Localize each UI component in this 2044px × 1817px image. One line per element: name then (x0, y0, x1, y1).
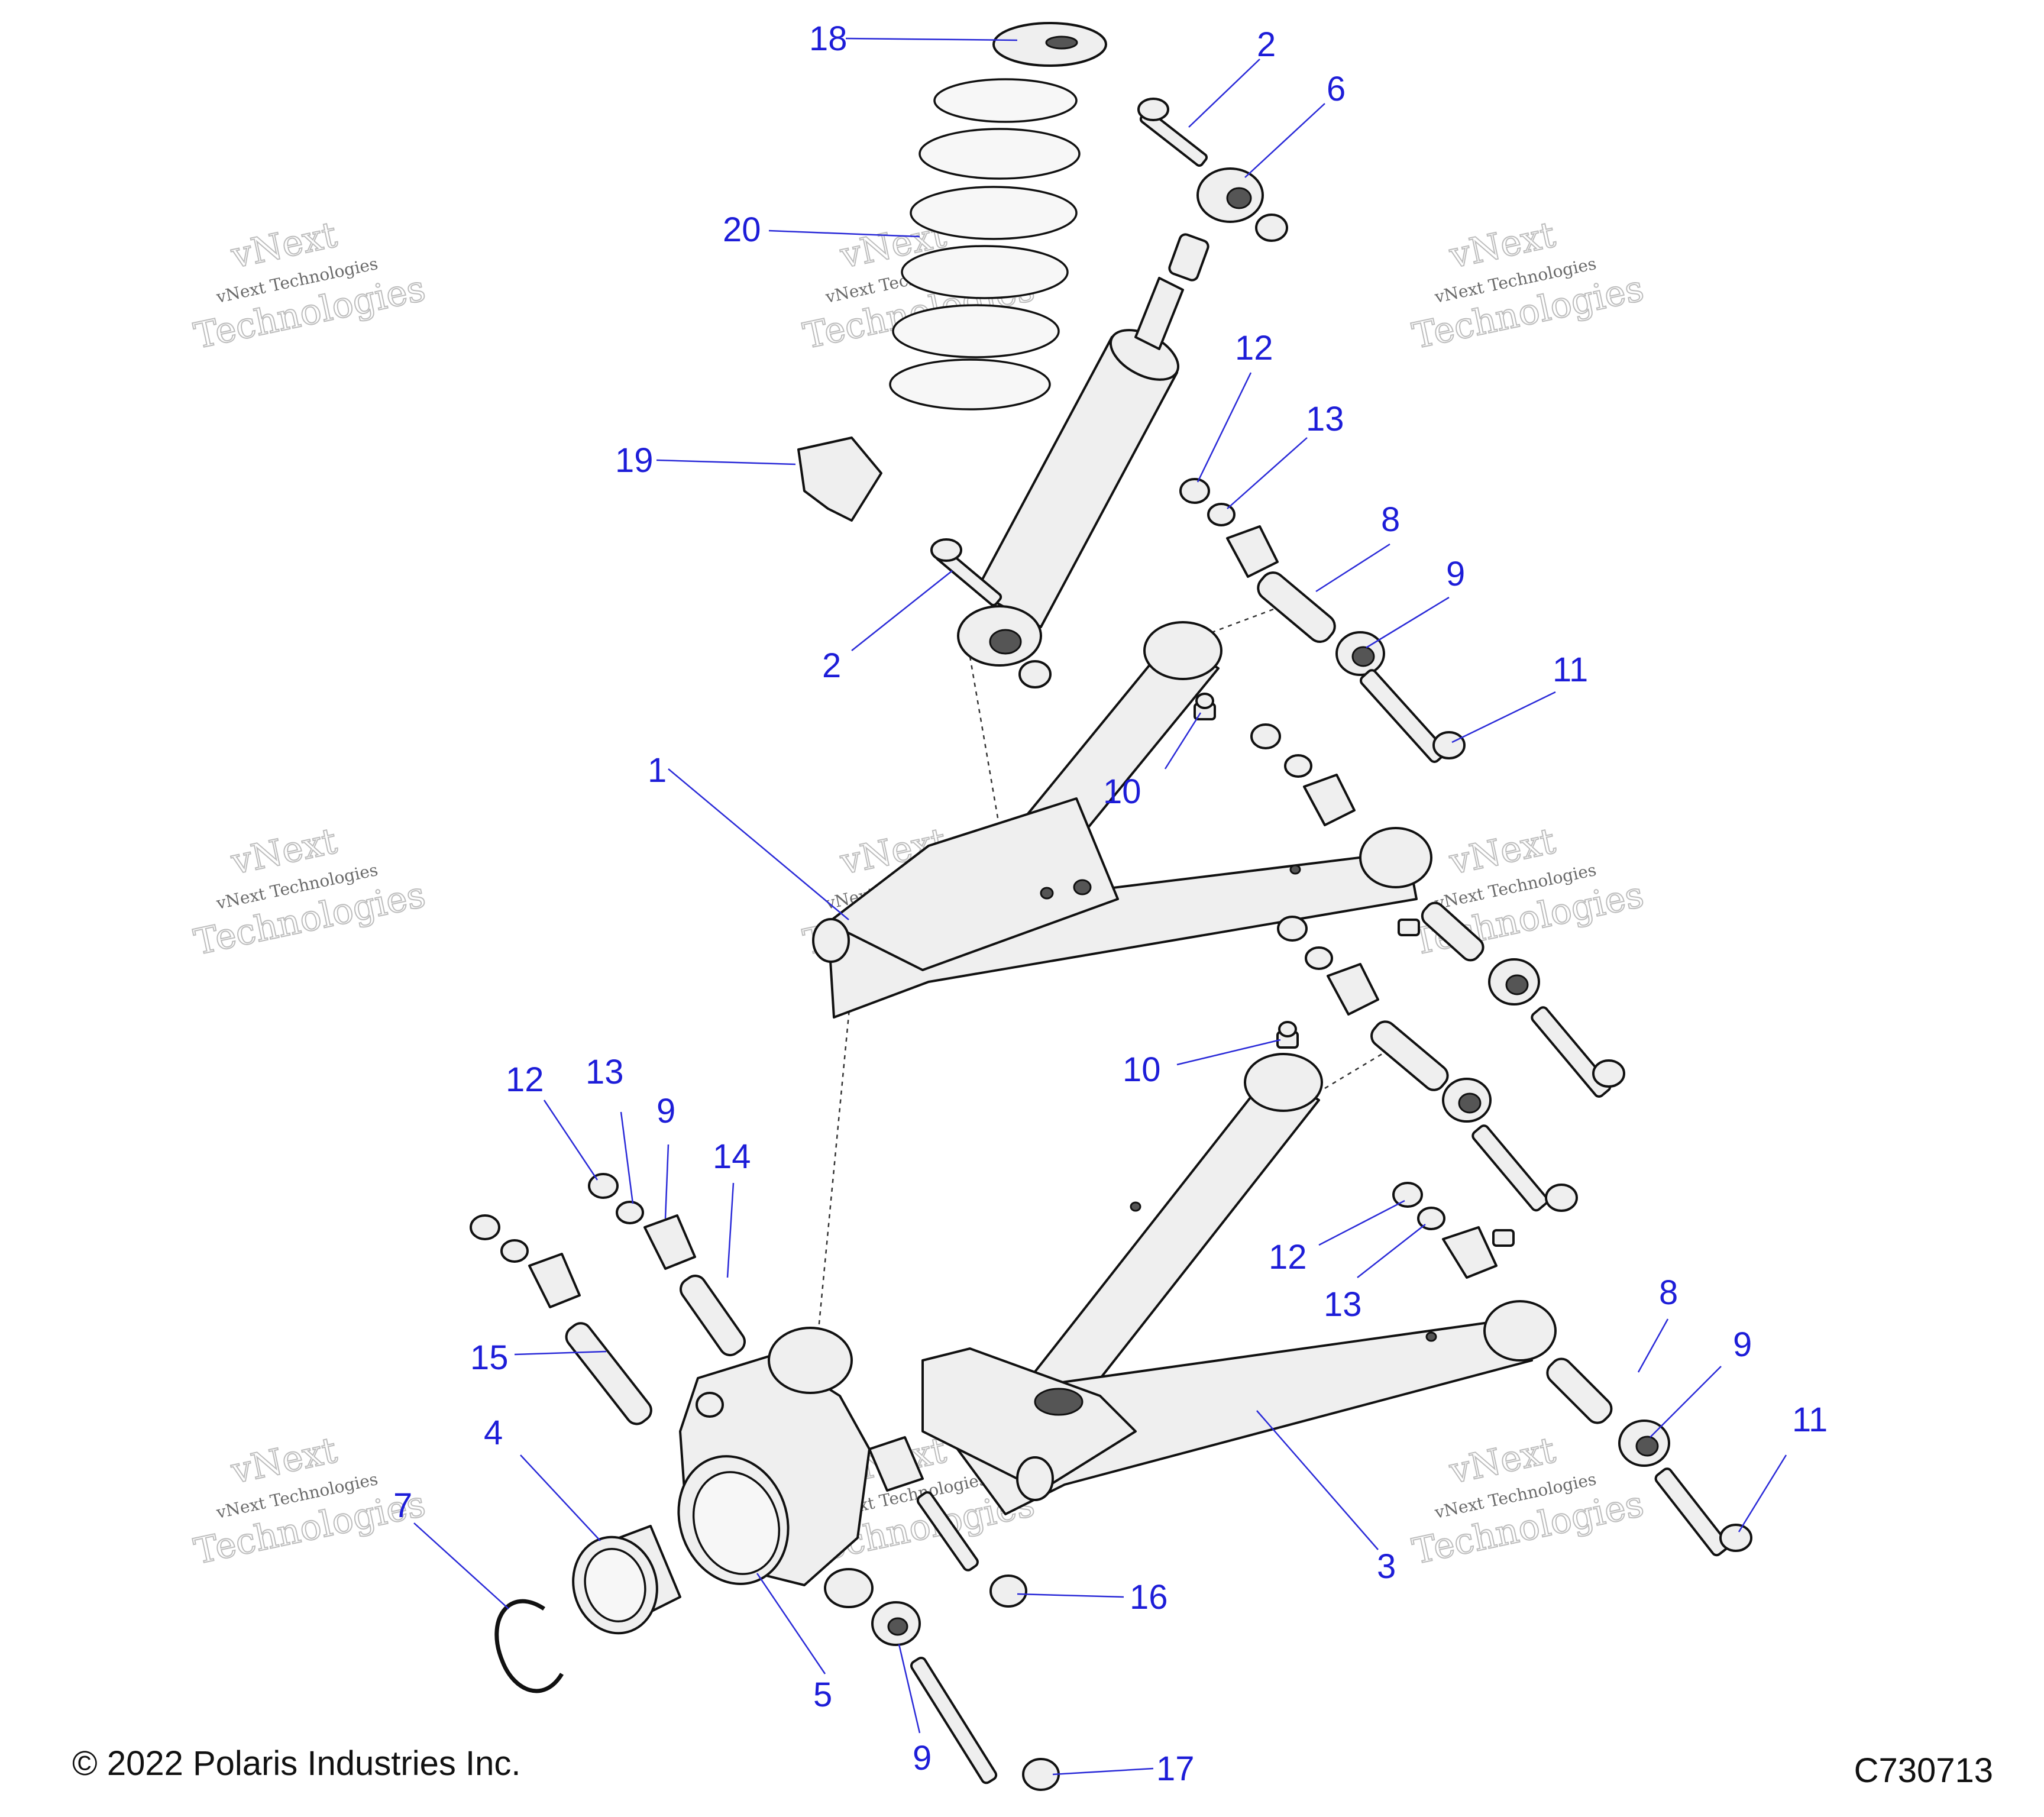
callout-12: 12 (1269, 1238, 1307, 1276)
callout-11: 11 (1553, 651, 1588, 689)
callout-labels: 18 2 6 20 12 13 19 8 9 2 11 1 10 10 12 1… (393, 20, 1828, 1788)
callout-4: 4 (484, 1414, 503, 1452)
hardware-stack-middle-right (1250, 723, 1625, 1098)
coil-spring (889, 78, 1081, 410)
lower-control-arm (921, 1053, 1557, 1515)
callout-10: 10 (1103, 772, 1141, 811)
callout-9: 9 (1733, 1325, 1752, 1364)
steering-knuckle (677, 1327, 874, 1608)
alignment-line (1324, 1052, 1385, 1089)
callout-13: 13 (1306, 400, 1344, 438)
shock-absorber (957, 167, 1264, 667)
hardware-stack-lower-right (1392, 1182, 1752, 1557)
callout-11: 11 (1792, 1401, 1828, 1439)
hardware-stack-knuckle-left (470, 1214, 652, 1425)
callout-19: 19 (615, 441, 654, 480)
knuckle-lower-bolt (871, 1601, 1060, 1791)
watermark-3: vNext vNext Technologies Technologies (1408, 214, 1648, 358)
diagram-code: C730713 (1854, 1751, 1993, 1790)
knuckle-upper-bolt (868, 1436, 1027, 1608)
leader-lines (413, 37, 1787, 1776)
grease-fitting-middle (1276, 1021, 1299, 1049)
bolt-upper-shock (1137, 98, 1208, 167)
callout-1: 1 (648, 751, 667, 790)
callout-9: 9 (913, 1739, 932, 1777)
grease-fitting-upper (1194, 693, 1216, 720)
callout-13: 13 (586, 1053, 624, 1091)
callout-14: 14 (713, 1137, 751, 1176)
nut-upper-shock (1255, 214, 1288, 242)
callout-13: 13 (1324, 1285, 1362, 1324)
callout-6: 6 (1327, 70, 1346, 108)
callout-20: 20 (723, 211, 761, 249)
watermark-9: vNext vNext Technologies Technologies (1408, 1429, 1648, 1573)
grease-fitting-lower (1492, 1229, 1515, 1247)
watermark-1: vNext vNext Technologies Technologies (190, 214, 429, 358)
callout-7: 7 (393, 1486, 412, 1525)
hardware-stack-middle-left (1277, 916, 1578, 1212)
alignment-line (969, 656, 1001, 829)
watermark-4: vNext vNext Technologies Technologies (190, 820, 429, 964)
callout-15: 15 (470, 1338, 509, 1377)
watermark-7: vNext vNext Technologies Technologies (190, 1429, 429, 1573)
nut-lower-shock (1018, 660, 1052, 688)
hardware-stack-knuckle-right (588, 1173, 746, 1357)
callout-2: 2 (822, 646, 841, 685)
callout-12: 12 (506, 1061, 544, 1099)
callout-2: 2 (1257, 25, 1276, 64)
hardware-stack-upper-right (1179, 478, 1466, 763)
callout-9: 9 (656, 1092, 675, 1130)
watermark-6: vNext vNext Technologies Technologies (1408, 820, 1648, 964)
callout-12: 12 (1235, 329, 1273, 367)
callout-16: 16 (1130, 1578, 1168, 1616)
wheel-bearing (572, 1525, 681, 1635)
callout-8: 8 (1659, 1273, 1678, 1312)
callout-9: 9 (1446, 555, 1465, 593)
grease-fitting-right (1398, 919, 1420, 936)
spring-retainer-bottom (797, 437, 882, 522)
callout-17: 17 (1156, 1750, 1195, 1788)
snap-ring (494, 1599, 564, 1693)
callout-3: 3 (1377, 1547, 1396, 1586)
spring-retainer-top (992, 22, 1107, 67)
copyright-notice: © 2022 Polaris Industries Inc. (72, 1744, 521, 1783)
callout-8: 8 (1381, 500, 1400, 539)
callout-5: 5 (813, 1676, 832, 1714)
bolt-lower-shock (930, 538, 1002, 606)
callout-10: 10 (1123, 1050, 1161, 1089)
upper-control-arm (812, 621, 1432, 1019)
callout-18: 18 (809, 20, 848, 58)
